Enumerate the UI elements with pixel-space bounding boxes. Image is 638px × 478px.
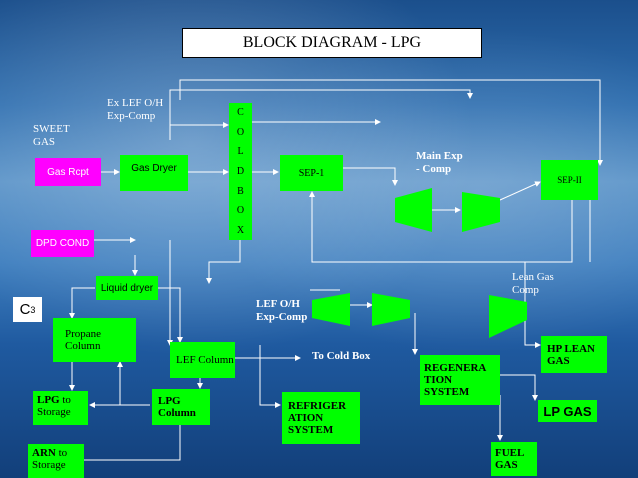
gas-rcpt-block: Gas Rcpt xyxy=(35,158,101,186)
lean-gas-comp-label: Lean Gas Comp xyxy=(512,271,554,296)
line-top-loop xyxy=(169,89,473,140)
sep2-block: SEP-II xyxy=(541,160,598,200)
regeneration-block: REGENERA TION SYSTEM xyxy=(420,355,500,405)
line-coldbox-down xyxy=(206,240,241,284)
line-to-refrig xyxy=(259,345,281,408)
diagram-title: BLOCK DIAGRAM - LPG xyxy=(182,28,482,58)
coldbox-letter: C xyxy=(237,107,244,119)
gas-dryer-block: Gas Dryer xyxy=(120,155,188,191)
lpg-column-block: LPG Column xyxy=(152,389,210,425)
main-expander-icon xyxy=(395,188,432,232)
coldbox-letter: O xyxy=(236,126,245,138)
lean-gas-compressor-icon xyxy=(489,295,527,338)
c3-main: C xyxy=(19,301,31,318)
coldbox-letter: O xyxy=(236,205,245,217)
to-cold-box-label: To Cold Box xyxy=(312,350,371,362)
arn-rest-text: to Storage xyxy=(32,447,68,471)
coldbox-letter: B xyxy=(237,185,244,197)
lpg-rest-text: to Storage xyxy=(37,394,71,418)
sep1-block: SEP-1 xyxy=(280,155,343,191)
line-dryer-propane xyxy=(69,287,95,319)
line-arn xyxy=(69,425,181,461)
lpg-bold-text: LPG xyxy=(37,394,60,406)
arn-to-storage-block: ARN to Storage xyxy=(28,444,84,478)
line-dryer-lef xyxy=(158,287,183,343)
line-sep1-exp xyxy=(343,167,398,186)
fuel-gas-block: FUEL GAS xyxy=(491,442,537,476)
coldbox-letter: D xyxy=(236,165,245,177)
propane-column-block: Propane Column xyxy=(53,318,136,362)
line-sep2-return xyxy=(309,191,573,263)
line-leancomp-hp xyxy=(524,262,541,348)
hp-lean-gas-block: HP LEAN GAS xyxy=(541,336,607,373)
lp-gas-block: LP GAS xyxy=(538,400,597,422)
refrigeration-block: REFRIGER ATION SYSTEM xyxy=(282,392,360,444)
ex-lef-label: Ex LEF O/H Exp-Comp xyxy=(107,97,164,122)
line-regen-lp xyxy=(500,374,538,401)
line-top-to-sep2 xyxy=(179,79,603,166)
liquid-dryer-block: Liquid dryer xyxy=(96,276,158,300)
main-exp-comp-label: Main Exp - Comp xyxy=(416,150,463,175)
lpg-to-storage-block: LPG to Storage xyxy=(33,391,88,425)
lef-expander-icon xyxy=(312,293,350,326)
arn-bold-text: ARN xyxy=(32,447,56,459)
lef-column-block: LEF Column xyxy=(170,342,235,378)
coldbox-letter: L xyxy=(237,146,244,158)
coldbox-letter: X xyxy=(236,224,245,236)
line-comp-sep2 xyxy=(499,181,541,201)
dpd-cond-block: DPD COND xyxy=(31,230,94,257)
main-compressor-icon xyxy=(462,192,500,232)
lef-compressor-icon xyxy=(372,293,410,326)
coldbox-block: C O L D B O X xyxy=(229,103,252,240)
sweet-gas-label: SWEET GAS xyxy=(33,123,70,148)
c3-subscript: 3 xyxy=(30,304,36,315)
lef-oh-exp-comp-label: LEF O/H Exp-Comp xyxy=(256,298,308,323)
